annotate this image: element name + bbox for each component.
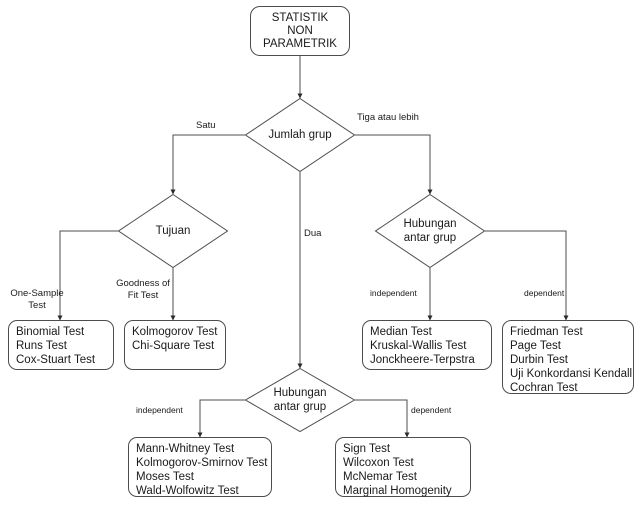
k-dependent-test-4: Uji Konkordansi Kendall bbox=[510, 368, 633, 380]
diamond-shape bbox=[374, 193, 486, 269]
edge-label-tiga-atau-lebih: Tiga atau lebih bbox=[357, 112, 419, 123]
edge-satu bbox=[170, 134, 245, 195]
edge-label-dependent-2: dependent bbox=[411, 405, 452, 415]
box-two-independent-tests[interactable]: Mann-Whitney Test Kolmogorov-Smirnov Tes… bbox=[128, 437, 272, 497]
edge-label-independent-2: independent bbox=[136, 405, 183, 415]
edge-label-satu: Satu bbox=[196, 120, 216, 131]
two-dependent-test-4: Marginal Homogenity bbox=[343, 485, 452, 497]
edge-label-goodness-line-2: Fit Test bbox=[127, 289, 159, 301]
decision-hubungan-antar-grup-k[interactable]: Hubungan antar grup bbox=[374, 193, 486, 269]
box-one-sample-tests[interactable]: Binomial Test Runs Test Cox-Stuart Test bbox=[8, 320, 114, 370]
root-line-2: NON bbox=[287, 24, 313, 37]
one-sample-test-3: Cox-Stuart Test bbox=[16, 354, 96, 366]
edge-label-goodness-of-fit-test: Goodness of Fit Test bbox=[114, 278, 172, 301]
edge-tiga-atau-lebih bbox=[355, 134, 433, 195]
edge-label-dua: Dua bbox=[304, 228, 322, 239]
k-independent-test-3: Jonckheere-Terpstra bbox=[370, 354, 475, 366]
k-dependent-test-3: Durbin Test bbox=[510, 354, 568, 366]
goodness-test-2: Chi-Square Test bbox=[132, 340, 215, 352]
edge-label-one-sample-line-1: One-Sample bbox=[10, 288, 64, 299]
edge-two-independent bbox=[197, 399, 245, 438]
two-independent-test-1: Mann-Whitney Test bbox=[136, 443, 235, 455]
node-statistik-non-parametrik[interactable]: STATISTIK NON PARAMETRIK bbox=[250, 6, 350, 56]
k-independent-test-1: Median Test bbox=[370, 326, 432, 338]
diamond-shape bbox=[117, 193, 229, 269]
two-independent-test-3: Moses Test bbox=[136, 471, 194, 483]
one-sample-test-2: Runs Test bbox=[16, 340, 67, 352]
two-dependent-test-2: Wilcoxon Test bbox=[343, 457, 414, 469]
two-dependent-test-1: Sign Test bbox=[343, 443, 391, 455]
box-k-independent-tests[interactable]: Median Test Kruskal-Wallis Test Jonckhee… bbox=[362, 320, 492, 370]
two-dependent-test-3: McNemar Test bbox=[343, 471, 417, 483]
two-independent-test-2: Kolmogorov-Smirnov Test bbox=[136, 457, 268, 469]
k-dependent-test-1: Friedman Test bbox=[510, 326, 583, 338]
k-dependent-test-5: Cochran Test bbox=[510, 382, 578, 394]
edge-label-one-sample-line-2: Test bbox=[28, 299, 46, 311]
root-line-1: STATISTIK bbox=[271, 11, 329, 24]
box-two-dependent-tests[interactable]: Sign Test Wilcoxon Test McNemar Test Mar… bbox=[335, 437, 471, 497]
one-sample-test-1: Binomial Test bbox=[16, 326, 85, 338]
edge-two-dependent bbox=[355, 399, 410, 438]
root-line-3: PARAMETRIK bbox=[263, 37, 337, 50]
diamond-shape bbox=[244, 97, 356, 173]
decision-hubungan-antar-grup-2[interactable]: Hubungan antar grup bbox=[244, 367, 356, 433]
edge-k-dependent bbox=[485, 230, 569, 321]
goodness-test-1: Kolmogorov Test bbox=[132, 326, 218, 338]
k-independent-test-2: Kruskal-Wallis Test bbox=[370, 340, 467, 352]
edge-label-one-sample-test: One-Sample Test bbox=[10, 288, 64, 311]
edge-label-independent-k: independent bbox=[370, 288, 417, 298]
box-goodness-of-fit-tests[interactable]: Kolmogorov Test Chi-Square Test bbox=[124, 320, 226, 370]
edge-label-goodness-line-1: Goodness of bbox=[116, 278, 170, 289]
decision-tujuan[interactable]: Tujuan bbox=[117, 193, 229, 269]
k-dependent-test-2: Page Test bbox=[510, 340, 561, 352]
edge-label-dependent-k: dependent bbox=[524, 288, 565, 298]
edge-one-sample bbox=[57, 230, 118, 321]
two-independent-test-4: Wald-Wolfowitz Test bbox=[136, 485, 239, 497]
decision-jumlah-grup[interactable]: Jumlah grup bbox=[244, 97, 356, 173]
box-k-dependent-tests[interactable]: Friedman Test Page Test Durbin Test Uji … bbox=[502, 320, 634, 394]
diamond-shape bbox=[244, 367, 356, 433]
